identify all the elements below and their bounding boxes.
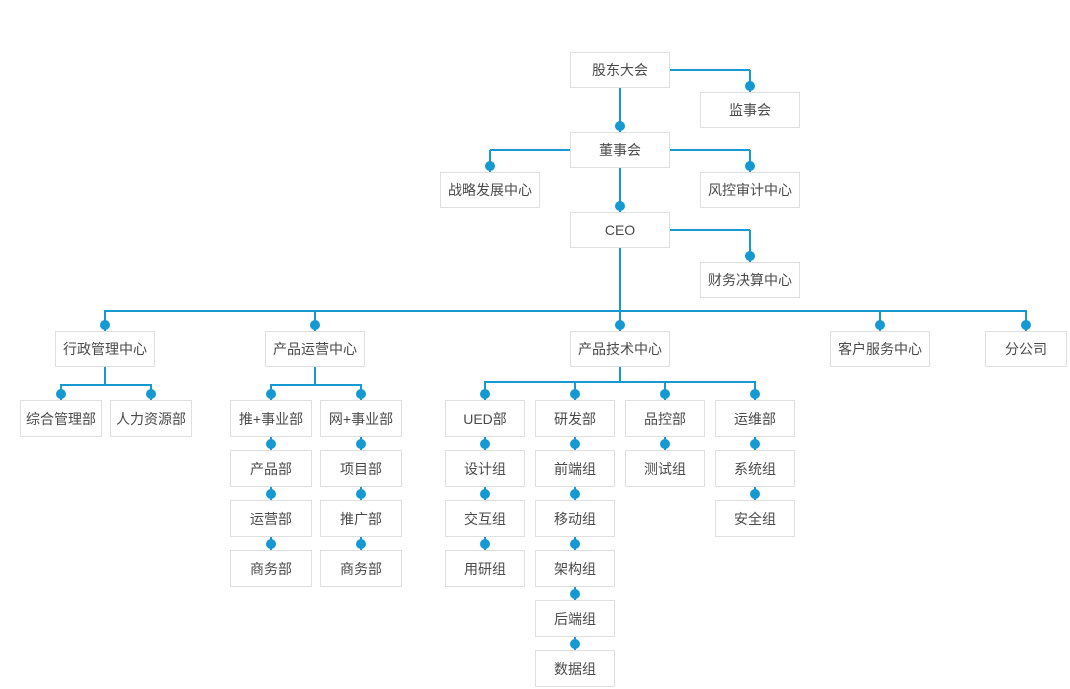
connector-dot [266, 539, 276, 549]
node-user-research-group: 用研组 [445, 550, 525, 587]
node-product-technology-center: 产品技术中心 [570, 331, 670, 367]
connector-dot [266, 389, 276, 399]
connector-dot [356, 489, 366, 499]
connector-line [619, 88, 621, 132]
connector-dot [750, 489, 760, 499]
node-ceo: CEO [570, 212, 670, 248]
connector-dot [266, 439, 276, 449]
node-board-of-directors: 董事会 [570, 132, 670, 168]
node-architecture-group: 架构组 [535, 550, 615, 587]
connector-line [670, 149, 750, 151]
connector-dot [750, 439, 760, 449]
node-testing-group: 测试组 [625, 450, 705, 487]
connector-line [490, 149, 570, 151]
node-supervisory-board: 监事会 [700, 92, 800, 128]
connector-dot [480, 489, 490, 499]
connector-dot [615, 121, 625, 131]
connector-dot [146, 389, 156, 399]
node-business-dept-2: 商务部 [320, 550, 402, 587]
connector-dot [570, 589, 580, 599]
connector-line [670, 69, 750, 71]
connector-dot [356, 389, 366, 399]
connector-dot [480, 439, 490, 449]
node-wang-plus-division: 网+事业部 [320, 400, 402, 437]
connector-dot [480, 539, 490, 549]
node-interaction-group: 交互组 [445, 500, 525, 537]
connector-dot [485, 161, 495, 171]
node-frontend-group: 前端组 [535, 450, 615, 487]
connector-line [104, 367, 106, 385]
connector-dot [266, 489, 276, 499]
connector-dot [570, 489, 580, 499]
node-operation-dept: 运营部 [230, 500, 312, 537]
connector-dot [570, 639, 580, 649]
connector-dot [875, 320, 885, 330]
connector-dot [615, 320, 625, 330]
connector-dot [356, 439, 366, 449]
connector-line [619, 367, 621, 382]
connector-dot [745, 161, 755, 171]
connector-line [484, 381, 756, 383]
node-branch-company: 分公司 [985, 331, 1067, 367]
connector-dot [100, 320, 110, 330]
connector-dot [480, 389, 490, 399]
connector-line [60, 384, 152, 386]
node-data-group: 数据组 [535, 650, 615, 687]
node-finance-accounting-center: 财务决算中心 [700, 262, 800, 298]
connector-dot [660, 439, 670, 449]
node-product-operation-center: 产品运营中心 [265, 331, 365, 367]
node-general-management-dept: 综合管理部 [20, 400, 102, 437]
connector-line [270, 384, 362, 386]
connector-dot [570, 439, 580, 449]
node-ued-dept: UED部 [445, 400, 525, 437]
connector-dot [356, 539, 366, 549]
node-business-dept-1: 商务部 [230, 550, 312, 587]
node-project-dept: 项目部 [320, 450, 402, 487]
connector-dot [745, 81, 755, 91]
connector-dot [56, 389, 66, 399]
connector-line [619, 168, 621, 212]
connector-dot [615, 201, 625, 211]
connector-dot [1021, 320, 1031, 330]
connector-dot [570, 389, 580, 399]
node-risk-audit-center: 风控审计中心 [700, 172, 800, 208]
node-mobile-group: 移动组 [535, 500, 615, 537]
connector-dot [745, 251, 755, 261]
node-promotion-dept: 推广部 [320, 500, 402, 537]
node-backend-group: 后端组 [535, 600, 615, 637]
connector-dot [310, 320, 320, 330]
connector-line [314, 367, 316, 385]
node-admin-management-center: 行政管理中心 [55, 331, 155, 367]
node-operations-maintenance-dept: 运维部 [715, 400, 795, 437]
node-product-dept: 产品部 [230, 450, 312, 487]
node-customer-service-center: 客户服务中心 [830, 331, 930, 367]
connector-line [749, 230, 751, 262]
node-human-resources-dept: 人力资源部 [110, 400, 192, 437]
node-shareholders-meeting: 股东大会 [570, 52, 670, 88]
node-tui-plus-division: 推+事业部 [230, 400, 312, 437]
connector-dot [750, 389, 760, 399]
node-rd-dept: 研发部 [535, 400, 615, 437]
node-design-group: 设计组 [445, 450, 525, 487]
connector-dot [570, 539, 580, 549]
node-system-group: 系统组 [715, 450, 795, 487]
node-security-group: 安全组 [715, 500, 795, 537]
node-quality-control-dept: 品控部 [625, 400, 705, 437]
connector-line [619, 248, 621, 331]
connector-line [670, 229, 750, 231]
connector-line [104, 310, 1027, 312]
connector-dot [660, 389, 670, 399]
node-strategy-development-center: 战略发展中心 [440, 172, 540, 208]
